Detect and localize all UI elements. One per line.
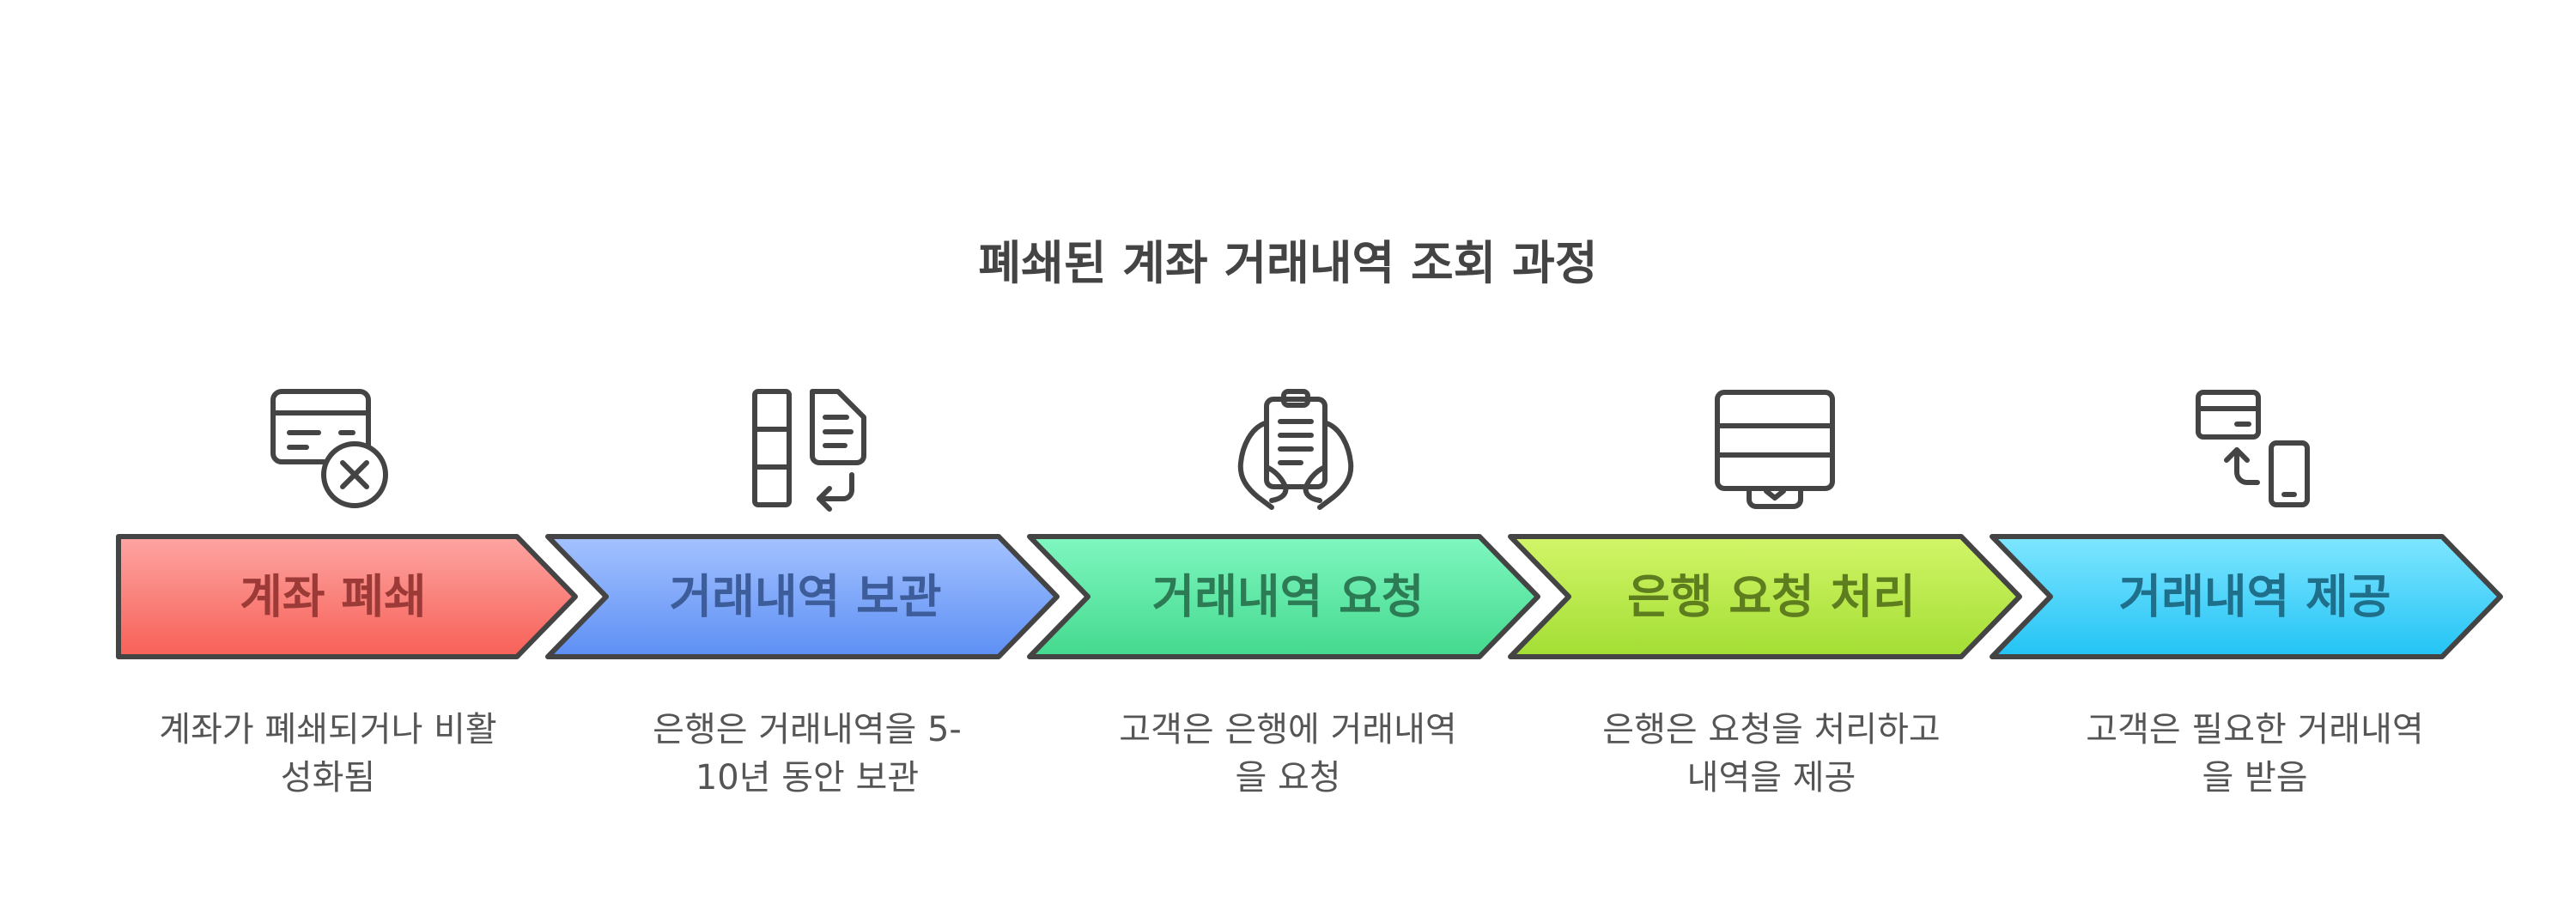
step-1-arrow: 계좌 폐쇄 [116, 534, 578, 659]
step-2-arrow: 거래내역 보관 [545, 534, 1060, 659]
card-to-phone-transfer-icon [2196, 390, 2310, 507]
step-2-shape [545, 534, 1060, 659]
file-archive-return-icon [752, 389, 866, 512]
step-4-description: 은행은 요청을 처리하고 내역을 제공 [1602, 710, 1941, 798]
step-2-description: 은행은 거래내역을 5-10년 동안 보관 [653, 710, 962, 798]
hands-holding-document-icon [1237, 389, 1354, 510]
step-3-description: 고객은 은행에 거래내역을 요청 [1119, 710, 1457, 798]
step-5-arrow: 거래내역 제공 [1990, 534, 2503, 659]
step-3-label: 거래내역 요청 [1152, 570, 1425, 624]
credit-card-x-icon [270, 389, 388, 508]
step-4-label: 은행 요청 처리 [1627, 570, 1916, 624]
step-5-description: 고객은 필요한 거래내역을 받음 [2086, 710, 2424, 798]
step-2-label: 거래내역 보관 [670, 570, 942, 624]
step-4-shape [1508, 534, 2022, 659]
atm-dispenser-icon [1715, 390, 1835, 509]
diagram-title: 폐쇄된 계좌 거래내역 조회 과정 [978, 236, 1598, 290]
step-4-arrow: 은행 요청 처리 [1508, 534, 2022, 659]
step-3-shape [1027, 534, 1540, 659]
step-3-arrow: 거래내역 요청 [1027, 534, 1540, 659]
step-1-description: 계좌가 폐쇄되거나 비활성화됨 [159, 710, 497, 798]
step-5-label: 거래내역 제공 [2119, 570, 2391, 624]
step-1-label: 계좌 폐쇄 [240, 570, 427, 624]
step-1-shape [116, 534, 578, 659]
step-5-shape [1990, 534, 2503, 659]
